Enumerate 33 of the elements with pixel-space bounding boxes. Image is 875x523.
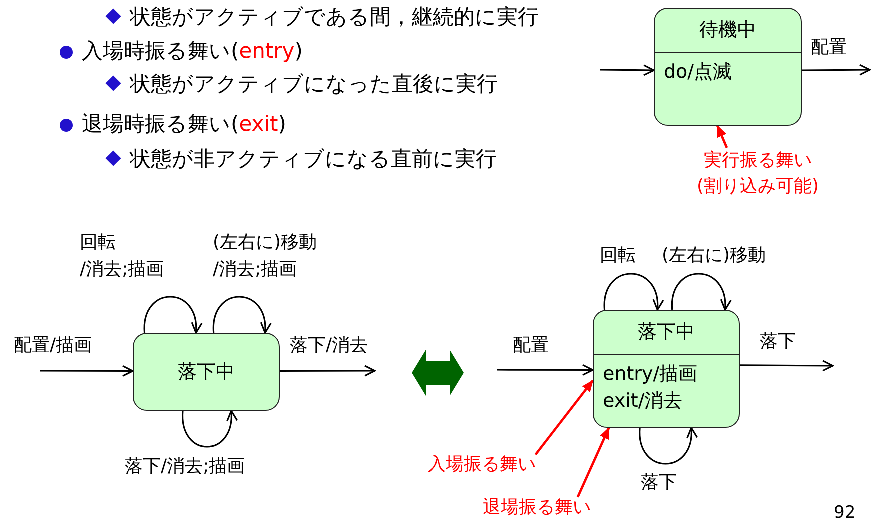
transition-arrow bbox=[497, 364, 594, 376]
annotation-text: 実行振る舞い (割り込み可能) bbox=[672, 148, 844, 200]
self-loop-arrow bbox=[672, 273, 731, 311]
bullet-text: 入場時振る舞い(entry) bbox=[82, 38, 303, 65]
state-name: 落下中 bbox=[638, 320, 695, 346]
self-loop-arrow bbox=[604, 273, 664, 311]
transition-arrow bbox=[280, 365, 376, 377]
state-box bbox=[654, 8, 802, 126]
transition-arrow bbox=[740, 360, 834, 372]
annotation-text: 退場振る舞い bbox=[473, 495, 601, 521]
page-number: 92 bbox=[834, 502, 856, 523]
state-action: exit/消去 bbox=[603, 389, 683, 414]
state-name: 落下中 bbox=[178, 360, 235, 385]
bullet-text: 状態がアクティブである間，継続的に実行 bbox=[130, 4, 539, 31]
leader-arrow bbox=[576, 427, 610, 498]
state-name: 待機中 bbox=[700, 18, 756, 44]
bullet-text: 退場時振る舞い(exit) bbox=[82, 111, 286, 138]
transition-arrow bbox=[40, 365, 134, 377]
bullet-text: 状態がアクティブになった直後に実行 bbox=[130, 71, 498, 98]
leader-arrow bbox=[534, 380, 594, 456]
self-loop-arrow bbox=[639, 427, 698, 465]
self-loop-arrow bbox=[144, 296, 202, 334]
state-action: entry/描画 bbox=[603, 362, 698, 387]
annotation-text: 入場振る舞い bbox=[418, 452, 546, 478]
self-loop-arrow bbox=[213, 296, 271, 334]
transition-arrow bbox=[802, 64, 871, 76]
self-loop-arrow bbox=[182, 410, 238, 448]
state-box bbox=[133, 333, 280, 411]
leader-arrow bbox=[716, 125, 728, 148]
state-box bbox=[593, 310, 740, 428]
bullet-text: 状態が非アクティブになる直前に実行 bbox=[130, 146, 497, 173]
state-action: do/点滅 bbox=[664, 60, 732, 85]
transition-arrow bbox=[600, 64, 655, 76]
